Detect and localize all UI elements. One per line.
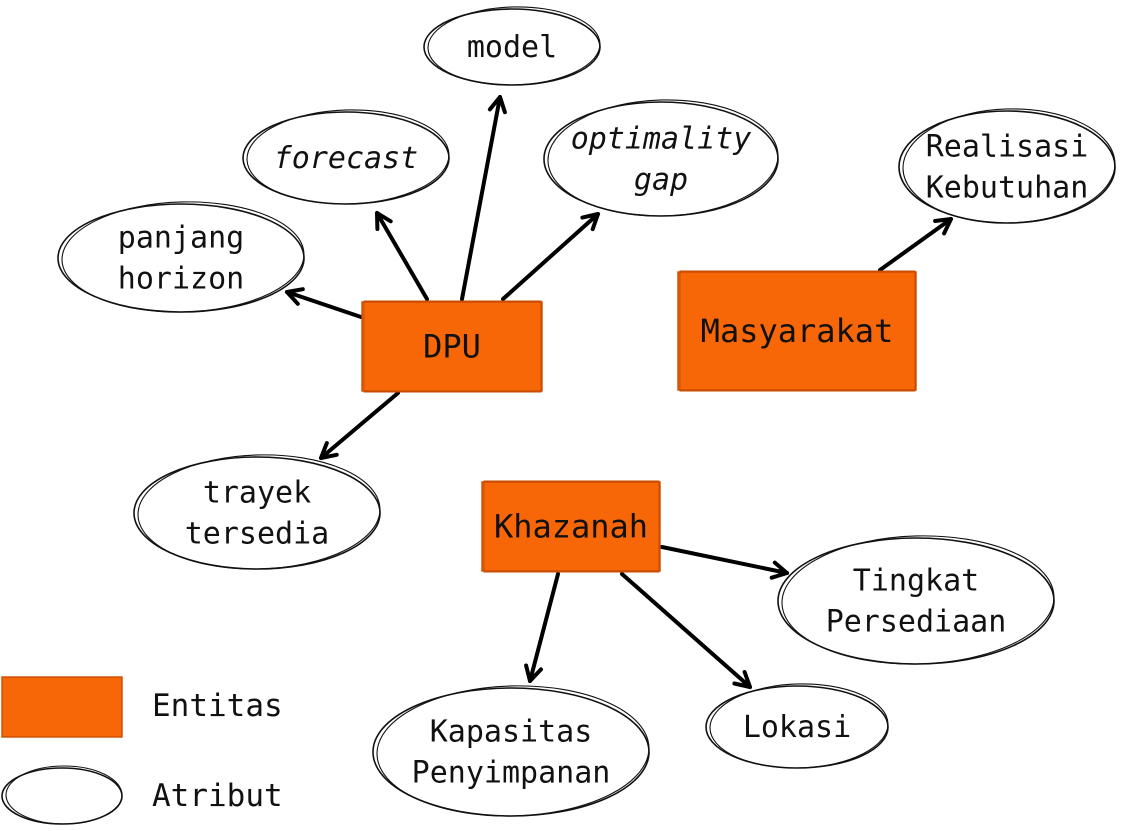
- attribute-label: Kapasitas: [430, 715, 593, 750]
- attribute-ellipse-sketch: [137, 454, 381, 570]
- edge-line: [620, 572, 752, 689]
- edge-dpu-trayek-tersedia: [319, 391, 400, 460]
- attribute-ellipse: [777, 537, 1055, 665]
- edge-line: [528, 572, 560, 683]
- attribute-ellipse-sketch: [246, 109, 450, 205]
- entity-box-sketch: [679, 270, 916, 392]
- attribute-lokasi: Lokasi: [705, 683, 889, 769]
- edge-khazanah-kapasitas-penyimpanan: [524, 572, 560, 683]
- arrowhead-icon: [487, 95, 507, 115]
- attribute-label: optimality: [571, 122, 752, 157]
- arrowhead-icon: [933, 217, 953, 236]
- edge-line: [285, 290, 363, 319]
- attribute-trayek-tersedia: trayek tersedia: [133, 454, 381, 570]
- edge-line: [501, 212, 600, 301]
- entity-dpu: DPU: [361, 300, 543, 393]
- attribute-label: tersedia: [185, 517, 330, 552]
- arrowhead-icon: [285, 287, 305, 306]
- arrowhead-icon: [319, 441, 339, 460]
- attribute-label: model: [467, 30, 557, 65]
- entity-khazanah: Khazanah: [481, 480, 661, 573]
- attribute-label: Kebutuhan: [926, 171, 1089, 206]
- attribute-label: Lokasi: [743, 710, 851, 745]
- attribute-ellipse: [372, 687, 650, 817]
- edge-line: [660, 545, 789, 575]
- edge-line: [460, 95, 502, 301]
- legend-entity: Entitas: [1, 676, 283, 738]
- entity-masyarakat: Masyarakat: [677, 270, 917, 392]
- attribute-ellipse-sketch: [547, 99, 779, 217]
- entity-box-sketch: [483, 480, 660, 573]
- edge-line: [878, 217, 953, 272]
- attribute-ellipse-sketch: [902, 108, 1116, 224]
- legend-entity-label: Entitas: [152, 688, 283, 724]
- attribute-label: panjang: [118, 221, 244, 256]
- attribute-label: trayek: [203, 476, 311, 511]
- entity-box: [361, 301, 543, 392]
- attribute-ellipse-sketch: [61, 201, 305, 313]
- edge-masyarakat-realisasi-kebutuhan: [878, 217, 953, 272]
- attribute-ellipse-sketch: [781, 535, 1055, 665]
- attribute-optimality-gap: optimality gap: [543, 99, 779, 217]
- attribute-label: gap: [634, 163, 688, 198]
- edge-line: [319, 391, 400, 460]
- edge-khazanah-lokasi: [620, 572, 752, 689]
- attribute-label: Persediaan: [826, 605, 1007, 640]
- attribute-label: forecast: [274, 141, 419, 176]
- legend-entity-swatch: [1, 676, 123, 738]
- attribute-label: Tingkat: [853, 564, 979, 599]
- edge-dpu-forecast: [375, 211, 429, 301]
- entity-label: DPU: [423, 328, 481, 366]
- entity-label: Masyarakat: [701, 312, 894, 350]
- arrowhead-icon: [732, 670, 752, 689]
- attribute-label: horizon: [118, 262, 244, 297]
- arrowhead-icon: [580, 212, 600, 232]
- attribute-ellipse: [133, 456, 381, 570]
- relation-edges: [285, 95, 953, 689]
- edge-khazanah-tingkat-persediaan: [660, 545, 789, 580]
- attribute-model: model: [423, 6, 601, 86]
- arrowhead-icon: [375, 211, 393, 231]
- attribute-panjang-horizon: panjang horizon: [57, 201, 305, 313]
- attribute-ellipse-sketch: [709, 683, 889, 769]
- entity-box-sketch: [363, 300, 542, 393]
- attribute-ellipse-sketch: [427, 6, 601, 86]
- edge-dpu-optimality-gap: [501, 212, 600, 301]
- attribute-label: Penyimpanan: [412, 756, 611, 791]
- entity-label: Khazanah: [494, 508, 648, 546]
- arrowhead-icon: [524, 663, 543, 683]
- legend-attribute: Atribut: [1, 765, 283, 825]
- edge-line: [375, 211, 429, 301]
- attribute-ellipse-sketch: [376, 685, 650, 817]
- legend-attribute-label: Atribut: [152, 778, 283, 814]
- entity-box: [481, 481, 661, 572]
- entity-box: [677, 271, 917, 391]
- attribute-label: Realisasi: [926, 130, 1089, 165]
- attribute-forecast: forecast: [242, 109, 450, 205]
- edge-dpu-model: [460, 95, 507, 301]
- arrowhead-icon: [769, 560, 789, 580]
- edge-dpu-panjang-horizon: [285, 287, 363, 319]
- legend-attribute-swatch-sketch: [5, 765, 123, 825]
